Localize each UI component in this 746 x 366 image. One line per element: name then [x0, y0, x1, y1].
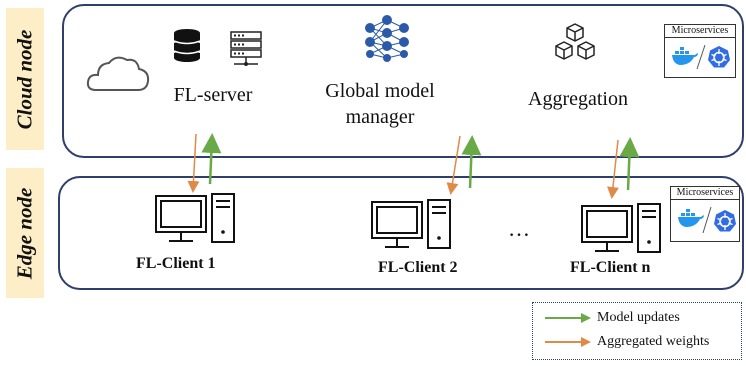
ellipsis: … [508, 216, 530, 241]
aggregated-weights-arrow-2 [446, 135, 461, 195]
model-updates-arrow-n [619, 137, 640, 191]
legend-model-updates-arrow [545, 313, 591, 323]
edge-node-panel [58, 176, 744, 290]
fl-server-label: FL-server [173, 84, 253, 106]
legend-aggregated-weights-arrow [545, 337, 591, 347]
desktop-computer-icon [155, 193, 235, 243]
cloud-node-label: Cloud node [6, 8, 44, 150]
model-updates-arrow-2 [461, 135, 482, 189]
kubernetes-icon [708, 46, 730, 68]
edge-microservices-label: Microservices [671, 187, 739, 200]
client-label-1: FL-Client 1 [136, 255, 216, 272]
desktop-computer-icon [581, 203, 661, 253]
aggregation-label: Aggregation [528, 88, 628, 110]
legend-aggregated-weights-label: Aggregated weights [597, 334, 710, 349]
cubes-icon [555, 23, 595, 60]
client-label-n: FL-Client n [570, 259, 651, 276]
aggregated-weights-arrow-1 [187, 133, 200, 193]
database-icon [173, 29, 201, 62]
cloud-node-panel [62, 4, 744, 158]
desktop-computer-icon [371, 199, 451, 249]
edge-node-label: Edge node [6, 168, 44, 298]
edge-microservices-box: Microservices [670, 186, 740, 242]
aggregated-weights-arrow-n [606, 139, 619, 199]
global-model-manager-label-line2: manager [345, 106, 415, 128]
global-model-manager-label-line1: Global model [325, 80, 435, 102]
server-rack-icon [230, 31, 262, 66]
divider-slash [696, 44, 706, 70]
cloud-icon [86, 56, 150, 91]
model-updates-arrow-1 [201, 133, 222, 185]
divider-slash [702, 206, 712, 234]
legend-model-updates-label: Model updates [597, 310, 680, 325]
cloud-microservices-box: Microservices [664, 24, 736, 78]
client-label-2: FL-Client 2 [378, 259, 458, 276]
kubernetes-icon [714, 210, 736, 232]
cloud-microservices-label: Microservices [665, 25, 735, 38]
docker-icon [678, 209, 704, 227]
docker-icon [672, 47, 698, 65]
legend: Model updates Aggregated weights [532, 302, 742, 360]
neural-network-icon [365, 15, 409, 62]
